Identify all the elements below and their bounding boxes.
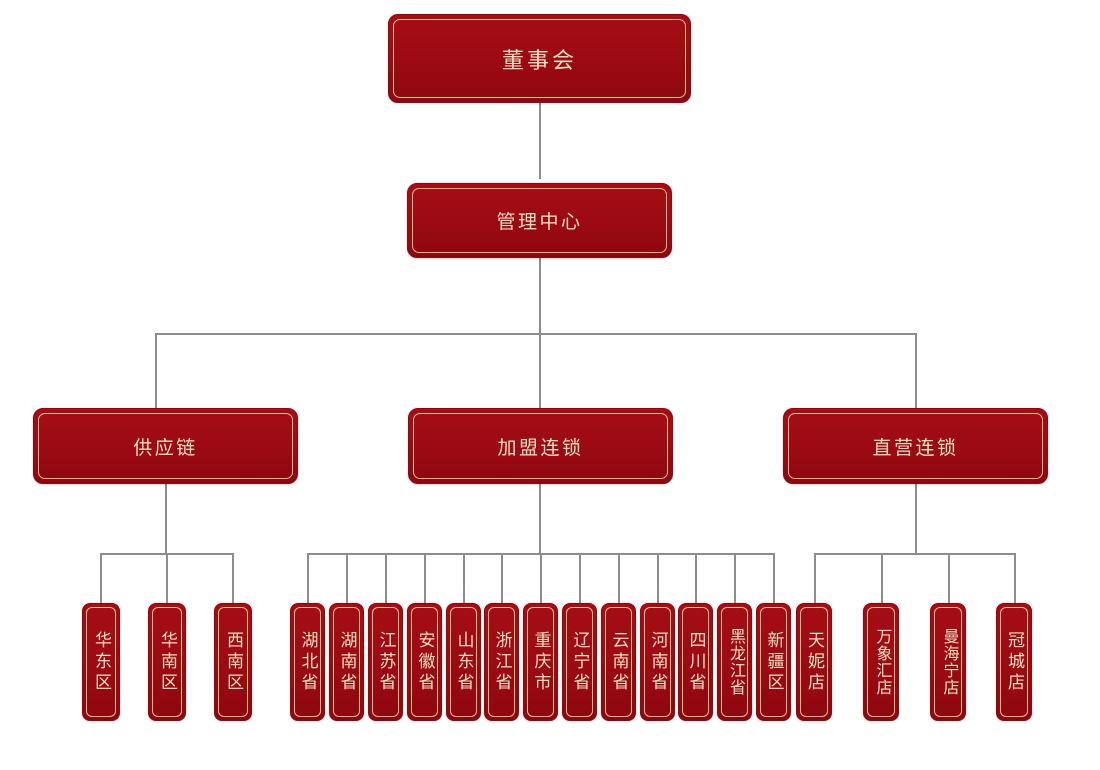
connector-drop-shandong	[463, 553, 465, 604]
node-label: 冠城店	[1005, 630, 1025, 694]
node-shandong-province[interactable]: 山东省	[446, 603, 481, 721]
connector-drop-hunan	[346, 553, 348, 604]
node-management-center[interactable]: 管理中心	[407, 183, 672, 258]
node-label: 四川省	[686, 630, 706, 694]
node-board-of-directors[interactable]: 董事会	[388, 14, 691, 103]
node-label: 湖南省	[337, 630, 357, 694]
connector-direct-bus	[814, 553, 1015, 555]
node-hubei-province[interactable]: 湖北省	[290, 603, 325, 721]
node-label: 山东省	[454, 630, 474, 694]
connector-drop-jiangsu	[385, 553, 387, 604]
node-chongqing-city[interactable]: 重庆市	[523, 603, 558, 721]
node-supply-chain[interactable]: 供应链	[33, 408, 298, 484]
node-label: 西南区	[224, 630, 244, 694]
connector-bus-to-supply-chain	[155, 333, 157, 408]
node-label: 湖北省	[298, 630, 318, 694]
connector-level3-bus	[155, 333, 917, 335]
connector-bus-to-direct	[915, 333, 917, 408]
connector-drop-zhejiang	[501, 553, 503, 604]
node-tianni-store[interactable]: 天妮店	[796, 603, 832, 721]
connector-drop-huadong	[100, 553, 102, 604]
node-label: 河南省	[648, 630, 668, 694]
node-anhui-province[interactable]: 安徽省	[407, 603, 442, 721]
node-heilongjiang-province[interactable]: 黑龙江省	[717, 603, 752, 721]
node-yunnan-province[interactable]: 云南省	[601, 603, 636, 721]
node-wanxianghui-store[interactable]: 万象汇店	[863, 603, 899, 721]
node-sichuan-province[interactable]: 四川省	[678, 603, 713, 721]
node-jiangsu-province[interactable]: 江苏省	[368, 603, 403, 721]
node-xinan-region[interactable]: 西南区	[214, 603, 252, 721]
node-guancheng-store[interactable]: 冠城店	[996, 603, 1032, 721]
node-label: 华南区	[158, 630, 178, 694]
node-manhaining-store[interactable]: 曼海宁店	[930, 603, 966, 721]
connector-drop-henan	[657, 553, 659, 604]
node-label: 云南省	[609, 630, 629, 694]
connector-supply-chain-down	[165, 484, 167, 554]
node-direct-chain[interactable]: 直营连锁	[783, 408, 1048, 484]
connector-drop-anhui	[424, 553, 426, 604]
node-label: 管理中心	[496, 212, 583, 233]
node-henan-province[interactable]: 河南省	[640, 603, 675, 721]
node-label: 董事会	[501, 47, 577, 73]
node-label: 重庆市	[531, 630, 551, 694]
node-label: 辽宁省	[570, 630, 590, 694]
node-huanan-region[interactable]: 华南区	[148, 603, 186, 721]
node-liaoning-province[interactable]: 辽宁省	[562, 603, 597, 721]
connector-bus-to-franchise	[539, 333, 541, 408]
node-franchise-chain[interactable]: 加盟连锁	[408, 408, 673, 484]
connector-drop-tianni	[814, 553, 816, 604]
connector-direct-down	[915, 484, 917, 554]
node-label: 新疆区	[764, 630, 784, 694]
node-label: 浙江省	[492, 630, 512, 694]
connector-drop-sichuan	[695, 553, 697, 604]
connector-drop-manhaining	[948, 553, 950, 604]
connector-drop-xinan	[232, 553, 234, 604]
node-xinjiang-region[interactable]: 新疆区	[756, 603, 791, 721]
node-label: 华东区	[92, 630, 112, 694]
connector-drop-guancheng	[1014, 553, 1016, 604]
connector-drop-chongqing	[540, 553, 542, 604]
node-label: 天妮店	[805, 630, 825, 694]
node-label: 安徽省	[415, 630, 435, 694]
connector-drop-huanan	[166, 553, 168, 604]
node-label: 曼海宁店	[940, 628, 958, 696]
node-zhejiang-province[interactable]: 浙江省	[484, 603, 519, 721]
connector-drop-hubei	[307, 553, 309, 604]
connector-drop-yunnan	[618, 553, 620, 604]
connector-drop-xinjiang	[773, 553, 775, 604]
node-huadong-region[interactable]: 华东区	[82, 603, 120, 721]
node-label: 供应链	[133, 437, 198, 459]
connector-drop-liaoning	[579, 553, 581, 604]
connector-management-down	[539, 258, 541, 334]
node-label: 江苏省	[376, 630, 396, 694]
connector-franchise-down	[539, 484, 541, 554]
connector-root-to-management	[539, 103, 541, 179]
node-label: 加盟连锁	[497, 437, 584, 459]
node-label: 万象汇店	[873, 628, 891, 696]
connector-drop-wanxianghui	[881, 553, 883, 604]
node-hunan-province[interactable]: 湖南省	[329, 603, 364, 721]
node-label: 黑龙江省	[726, 628, 744, 696]
connector-drop-heilongjiang	[734, 553, 736, 604]
node-label: 直营连锁	[872, 437, 959, 459]
